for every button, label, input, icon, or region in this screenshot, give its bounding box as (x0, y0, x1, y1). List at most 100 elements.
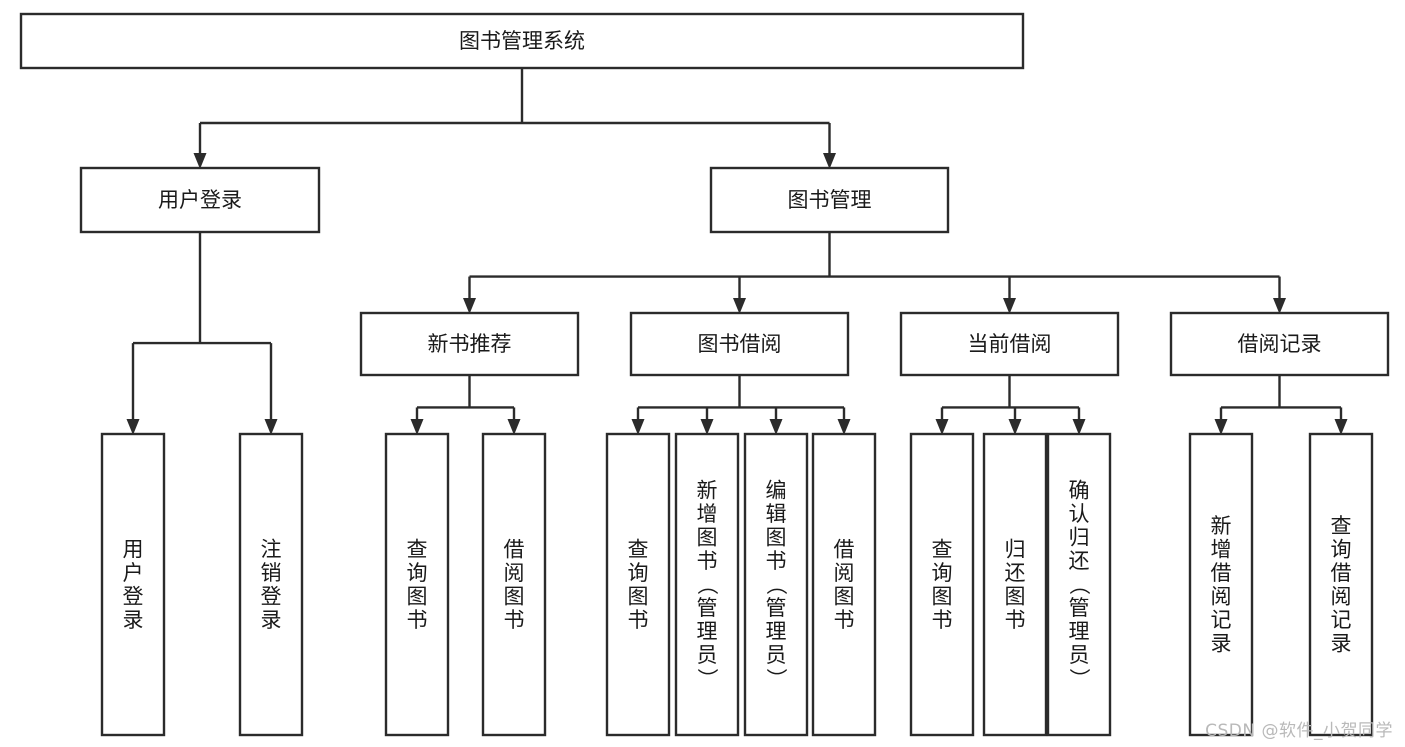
node-label-char: 认 (1069, 502, 1090, 526)
node-label-char: 书 (932, 608, 953, 632)
node-label-char: 管 (766, 596, 787, 620)
node-label-char: 新 (1211, 514, 1232, 538)
node-box (811, 432, 877, 737)
flow-node-book-manage[interactable]: 图书管理 (709, 166, 950, 234)
node-box (481, 432, 547, 737)
node-box (909, 432, 975, 737)
node-box (79, 166, 321, 234)
node-label-char: 查 (407, 537, 428, 561)
node-label-char: 借 (1331, 561, 1352, 585)
edge-group (410, 375, 521, 435)
node-label-char: 编 (766, 479, 787, 503)
node-label-char: 书 (407, 608, 428, 632)
node-label-char: 询 (407, 561, 428, 585)
flow-node-new-book-rec[interactable]: 新书推荐 (359, 311, 580, 377)
node-label: 新书推荐 (428, 332, 512, 356)
node-label-char: 图 (932, 584, 953, 608)
edge-group (1214, 375, 1348, 435)
flow-node-root[interactable]: 图书管理系统 (19, 12, 1025, 70)
node-label-char: 确 (1069, 479, 1090, 503)
flow-node-current-borrow[interactable]: 当前借阅 (899, 311, 1120, 377)
node-label-char: 询 (628, 561, 649, 585)
node-label-char: 归 (1069, 526, 1090, 550)
node-box (605, 432, 671, 737)
node-label-char: 户 (123, 561, 144, 585)
node-box (19, 12, 1025, 70)
node-box (384, 432, 450, 737)
node-label-char: 员 (1069, 643, 1090, 667)
node-label-char: （ (695, 574, 719, 595)
node-label-char: 阅 (1331, 584, 1352, 608)
node-box (1308, 432, 1374, 737)
node-label-char: 询 (1331, 537, 1352, 561)
node-label-char: 借 (1211, 561, 1232, 585)
node-label-char: ） (695, 668, 719, 689)
edge-group (935, 375, 1086, 435)
node-label-char: 理 (1069, 620, 1090, 644)
node-label-char: 记 (1331, 608, 1352, 632)
node-label: 当前借阅 (968, 332, 1052, 356)
node-label-char: 询 (932, 561, 953, 585)
node-label-char: 注 (261, 537, 282, 561)
node-label-char: 员 (697, 643, 718, 667)
nodes-layer: 图书管理系统用户登录图书管理新书推荐图书借阅当前借阅借阅记录用户登录注销登录查询… (19, 12, 1390, 737)
node-label-char: 辑 (766, 502, 787, 526)
node-label: 借阅记录 (1238, 332, 1322, 356)
node-label-char: 登 (123, 584, 144, 608)
node-label-char: 理 (766, 620, 787, 644)
node-label-char: 图 (697, 526, 718, 550)
node-label-char: ） (764, 668, 788, 689)
node-label-char: 查 (628, 537, 649, 561)
node-label-char: 录 (261, 608, 282, 632)
node-label-char: 管 (697, 596, 718, 620)
node-box (100, 432, 166, 737)
node-box (743, 432, 809, 737)
node-label-char: 图 (628, 584, 649, 608)
node-label-char: ） (1067, 668, 1091, 689)
edge-group (193, 68, 836, 169)
node-label-char: 录 (123, 608, 144, 632)
node-label-char: 图 (766, 526, 787, 550)
node-label-char: 图 (1005, 584, 1026, 608)
node-label-char: （ (764, 574, 788, 595)
node-label-char: 查 (932, 537, 953, 561)
edges-layer (126, 68, 1348, 435)
flow-node-borrow-record[interactable]: 借阅记录 (1169, 311, 1390, 377)
node-label-char: 还 (1069, 549, 1090, 573)
node-label-char: 新 (697, 479, 718, 503)
flow-node-book-borrow[interactable]: 图书借阅 (629, 311, 850, 377)
node-box (1188, 432, 1254, 737)
node-label-char: 录 (1331, 631, 1352, 655)
node-box (359, 311, 580, 377)
node-box (982, 432, 1048, 737)
node-label-char: 增 (1211, 537, 1232, 561)
flow-node-user-login[interactable]: 用户登录 (79, 166, 321, 234)
node-box (1169, 311, 1390, 377)
node-label-char: 图 (407, 584, 428, 608)
node-label: 图书借阅 (698, 332, 782, 356)
node-label-char: 记 (1211, 608, 1232, 632)
node-label-char: 书 (1005, 608, 1026, 632)
node-box (1046, 432, 1112, 737)
node-box (238, 432, 304, 737)
flow-node-leaf-user-login[interactable]: 用户登录 (100, 432, 166, 737)
node-label-char: 阅 (834, 561, 855, 585)
node-label-char: 员 (766, 643, 787, 667)
node-label-char: 登 (261, 584, 282, 608)
node-label-char: 还 (1005, 561, 1026, 585)
edge-group (126, 232, 278, 435)
node-label-char: 图 (504, 584, 525, 608)
node-box (899, 311, 1120, 377)
